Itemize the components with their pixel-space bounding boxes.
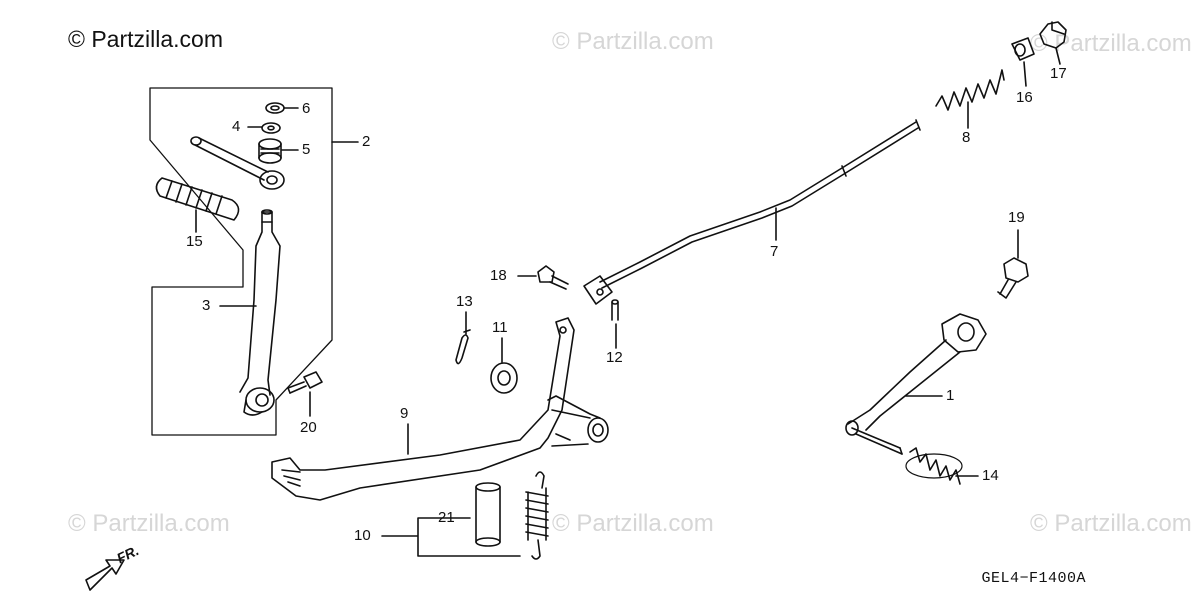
part-16-sleeve (1011, 37, 1035, 61)
callout-4: 4 (232, 118, 241, 135)
watermark: © Partzilla.com (552, 28, 714, 55)
callout-8: 8 (962, 129, 971, 146)
leader-17 (1055, 47, 1061, 65)
callout-17: 17 (1050, 65, 1067, 82)
callout-7: 7 (770, 243, 779, 260)
watermark: © Partzilla.com (1030, 510, 1192, 537)
part-6-ring (265, 102, 285, 114)
part-12-pin (611, 299, 619, 321)
callout-9: 9 (400, 405, 409, 422)
part-14-spring (905, 447, 963, 485)
callout-21: 21 (438, 509, 455, 526)
part-18-bolt (537, 265, 569, 290)
callout-13: 13 (456, 293, 473, 310)
copyright-text: © Partzilla.com (68, 26, 223, 52)
front-arrow (85, 559, 125, 591)
callout-12: 12 (606, 349, 623, 366)
callout-14: 14 (982, 467, 999, 484)
callout-20: 20 (300, 419, 317, 436)
callout-18: 18 (490, 267, 507, 284)
part-21-collar (475, 482, 501, 547)
callout-2: 2 (362, 133, 371, 150)
part-20-bolt (287, 371, 323, 394)
leader-10-21 (381, 517, 521, 557)
part-5-nut (258, 138, 282, 164)
part-19-bolt (997, 257, 1029, 299)
callout-16: 16 (1016, 89, 1033, 106)
watermark: © Partzilla.com (552, 510, 714, 537)
return-spring (525, 471, 549, 560)
callout-11: 11 (492, 319, 508, 336)
pivot-bolt (190, 136, 285, 190)
part-4-washer (261, 122, 281, 134)
callout-19: 19 (1008, 209, 1025, 226)
callout-1: 1 (946, 387, 955, 404)
callout-5: 5 (302, 141, 311, 158)
part-1-brake-arm (845, 313, 987, 455)
callout-10: 10 (354, 527, 371, 544)
callout-3: 3 (202, 297, 211, 314)
part-8-spring (935, 69, 1005, 111)
part-7-brake-rod (583, 119, 921, 305)
part-13-cotter-pin (455, 329, 471, 365)
diagram-code: GEL4−F1400A (981, 570, 1086, 587)
callout-6: 6 (302, 100, 311, 117)
part-11-washer (490, 362, 518, 394)
part-3-pedal-arm (239, 209, 281, 416)
part-9-brake-pedal (271, 317, 609, 501)
watermark: © Partzilla.com (68, 510, 230, 537)
callout-15: 15 (186, 233, 203, 250)
part-15-rubber (155, 177, 240, 221)
part-17-nut (1039, 21, 1067, 49)
leader-16 (1023, 61, 1027, 87)
